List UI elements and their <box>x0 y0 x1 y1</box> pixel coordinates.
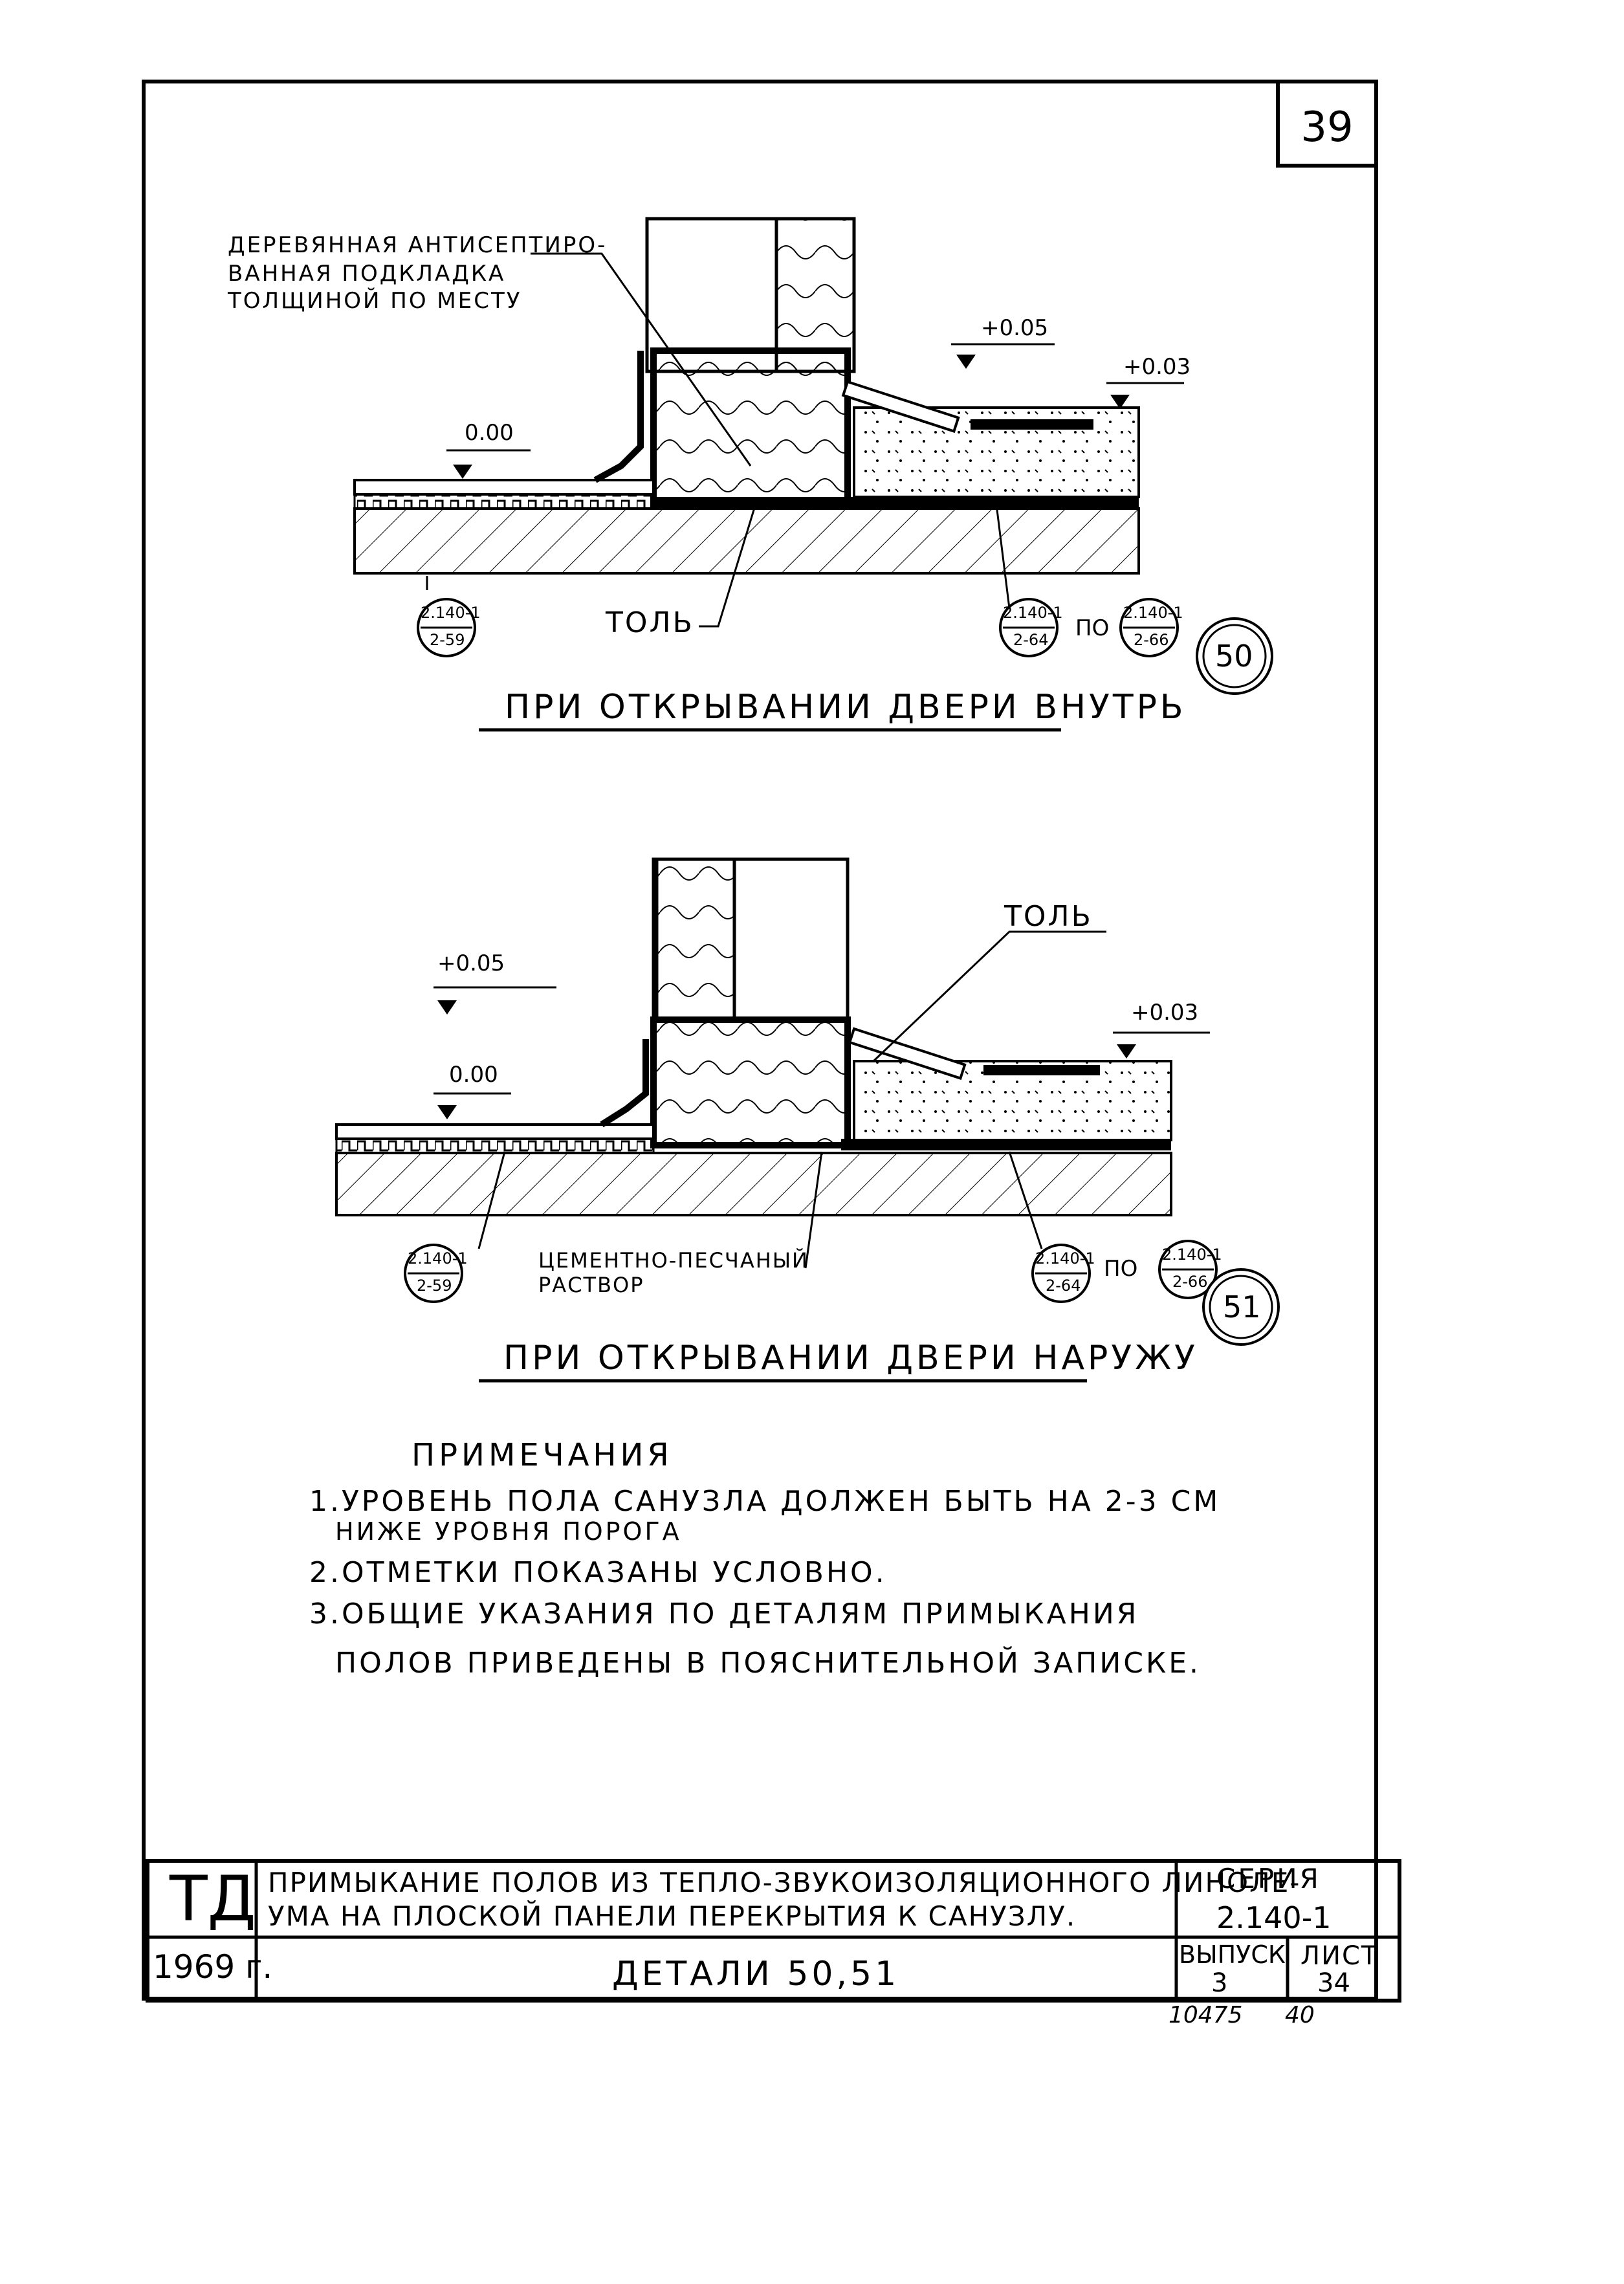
ref-right-top-51: 2.140-1 <box>1162 1246 1222 1264</box>
ref-or: ПО <box>1075 615 1110 641</box>
level-mark-threshold-51: +0.05 <box>437 950 505 976</box>
level-triangle-005 <box>956 355 976 369</box>
org-code: ТД <box>170 1863 256 1935</box>
title-block-frame <box>146 1859 1401 2003</box>
callout-mortar-line2: РАСТВОР <box>538 1273 644 1297</box>
callout-wood-pad-line2: ВАННАЯ ПОДКЛАДКА <box>228 261 506 287</box>
callout-wood-pad-line3: ТОЛЩИНОЙ ПО МЕСТУ <box>228 288 522 314</box>
leader-mortar-51 <box>804 1151 823 1269</box>
leader-tol-51 <box>872 930 1106 1062</box>
linoleum-left-51 <box>335 1123 655 1140</box>
sheet-number: 39 <box>1300 104 1353 151</box>
floor-slab-51 <box>335 1152 1172 1216</box>
notes-heading: ПРИМЕЧАНИЯ <box>411 1437 673 1473</box>
detail-51-section <box>335 857 1280 1383</box>
sound-insulation-left <box>353 493 655 510</box>
caption-detail-50: ПРИ ОТКРЫВАНИИ ДВЕРИ ВНУТРЬ <box>505 688 1187 727</box>
level-mark-0: 0.00 <box>465 420 514 446</box>
door-leaf-51 <box>655 857 736 1022</box>
ref-right-top: 2.140-1 <box>1123 604 1183 622</box>
tol-layer-51 <box>841 1139 1171 1150</box>
level-triangle-0 <box>453 465 472 479</box>
level-triangle-003 <box>1110 395 1130 409</box>
ref-mid-top-51: 2.140-1 <box>1035 1249 1095 1268</box>
bathroom-tile-51 <box>983 1065 1100 1075</box>
leader-wood-pad <box>531 252 752 467</box>
level-mark-threshold: +0.05 <box>981 315 1049 341</box>
note-2: 2.ОТМЕТКИ ПОКАЗАНЫ УСЛОВНО. <box>309 1556 887 1589</box>
level-mark-0-51: 0.00 <box>449 1062 498 1088</box>
note-1-line2: НИЖЕ УРОВНЯ ПОРОГА <box>335 1517 682 1546</box>
label-tol-51: ТОЛЬ <box>1004 900 1093 933</box>
sound-insulation-left-51 <box>335 1137 655 1154</box>
detail-number-circle-50-inner <box>1202 624 1267 688</box>
ref-or-51: ПО <box>1104 1256 1138 1282</box>
leader-ref-mid <box>995 504 1011 609</box>
detail-number-circle-51-inner <box>1209 1275 1273 1339</box>
callout-wood-pad-line1: ДЕРЕВЯННАЯ АНТИСЕПТИРО- <box>228 232 608 258</box>
series-value: 2.140-1 <box>1216 1900 1332 1935</box>
level-mark-bathroom: +0.03 <box>1123 354 1191 380</box>
ref-mid-bottom: 2-64 <box>1013 631 1049 649</box>
title-line-1: ПРИМЫКАНИЕ ПОЛОВ ИЗ ТЕПЛО-ЗВУКОИЗОЛЯЦИОН… <box>268 1867 1301 1898</box>
ramp-plate-51 <box>848 1027 967 1081</box>
bathroom-tile <box>971 419 1093 430</box>
issue-label: ВЫПУСК <box>1179 1940 1286 1969</box>
year: 1969 г. <box>153 1948 273 1986</box>
linoleum-left <box>353 479 655 496</box>
sheet-number-box <box>1276 80 1378 168</box>
sheet-value: 34 <box>1317 1968 1350 1998</box>
skirting-board <box>593 351 644 483</box>
detail-50-section <box>353 217 1273 732</box>
title-line-2: УМА НА ПЛОСКОЙ ПАНЕЛИ ПЕРЕКРЫТИЯ К САНУЗ… <box>268 1900 1077 1932</box>
ref-left-bottom-51: 2-59 <box>417 1277 452 1295</box>
level-triangle-003-51 <box>1117 1044 1136 1059</box>
tol-layer <box>653 497 1139 509</box>
level-mark-bathroom-51: +0.03 <box>1131 1000 1199 1026</box>
ref-right-bottom: 2-66 <box>1134 631 1169 649</box>
ref-left-top-51: 2.140-1 <box>408 1249 468 1268</box>
series-label: СЕРИЯ <box>1216 1863 1321 1894</box>
leader-ref-left-51 <box>477 1151 506 1249</box>
detail-number-circle-51 <box>1202 1268 1280 1346</box>
level-triangle-005-51 <box>437 1000 457 1015</box>
detail-number-51: 51 <box>1223 1290 1261 1324</box>
level-triangle-0-51 <box>437 1105 457 1119</box>
label-tol: ТОЛЬ <box>606 606 694 639</box>
floor-slab <box>353 507 1140 575</box>
ref-left-top: 2.140-1 <box>421 604 481 622</box>
drawing-subtitle: ДЕТАЛИ 50,51 <box>612 1955 900 1993</box>
archive-code-2: 40 <box>1285 2002 1315 2028</box>
issue-value: 3 <box>1211 1968 1228 1998</box>
ref-mid-top: 2.140-1 <box>1003 604 1063 622</box>
leader-ref-mid-51 <box>1008 1151 1043 1249</box>
note-3-line1: 3.ОБЩИЕ УКАЗАНИЯ ПО ДЕТАЛЯМ ПРИМЫКАНИЯ <box>309 1598 1139 1631</box>
door-leaf <box>774 217 856 373</box>
ramp-plate <box>841 380 960 434</box>
sheet-label: ЛИСТ <box>1300 1941 1379 1971</box>
threshold-wood-block <box>650 347 851 509</box>
detail-number-50: 50 <box>1215 639 1253 674</box>
detail-number-circle-50 <box>1196 617 1273 695</box>
skirting-board-51 <box>600 1039 649 1128</box>
caption-detail-51: ПРИ ОТКРЫВАНИИ ДВЕРИ НАРУЖУ <box>503 1339 1198 1378</box>
archive-code: 10475 <box>1169 2002 1243 2028</box>
ref-mid-bottom-51: 2-64 <box>1046 1277 1081 1295</box>
title-block <box>146 1859 1401 2003</box>
note-3-line2: ПОЛОВ ПРИВЕДЕНЫ В ПОЯСНИТЕЛЬНОЙ ЗАПИСКЕ. <box>335 1647 1202 1680</box>
ref-right-bottom-51: 2-66 <box>1172 1273 1208 1291</box>
callout-mortar-line1: ЦЕМЕНТНО-ПЕСЧАНЫЙ <box>538 1248 809 1273</box>
leader-tol <box>699 499 758 628</box>
note-1-line1: 1.УРОВЕНЬ ПОЛА САНУЗЛА ДОЛЖЕН БЫТЬ НА 2-… <box>309 1485 1221 1518</box>
threshold-wood-block-51 <box>650 1016 851 1148</box>
ref-left-bottom: 2-59 <box>430 631 465 649</box>
